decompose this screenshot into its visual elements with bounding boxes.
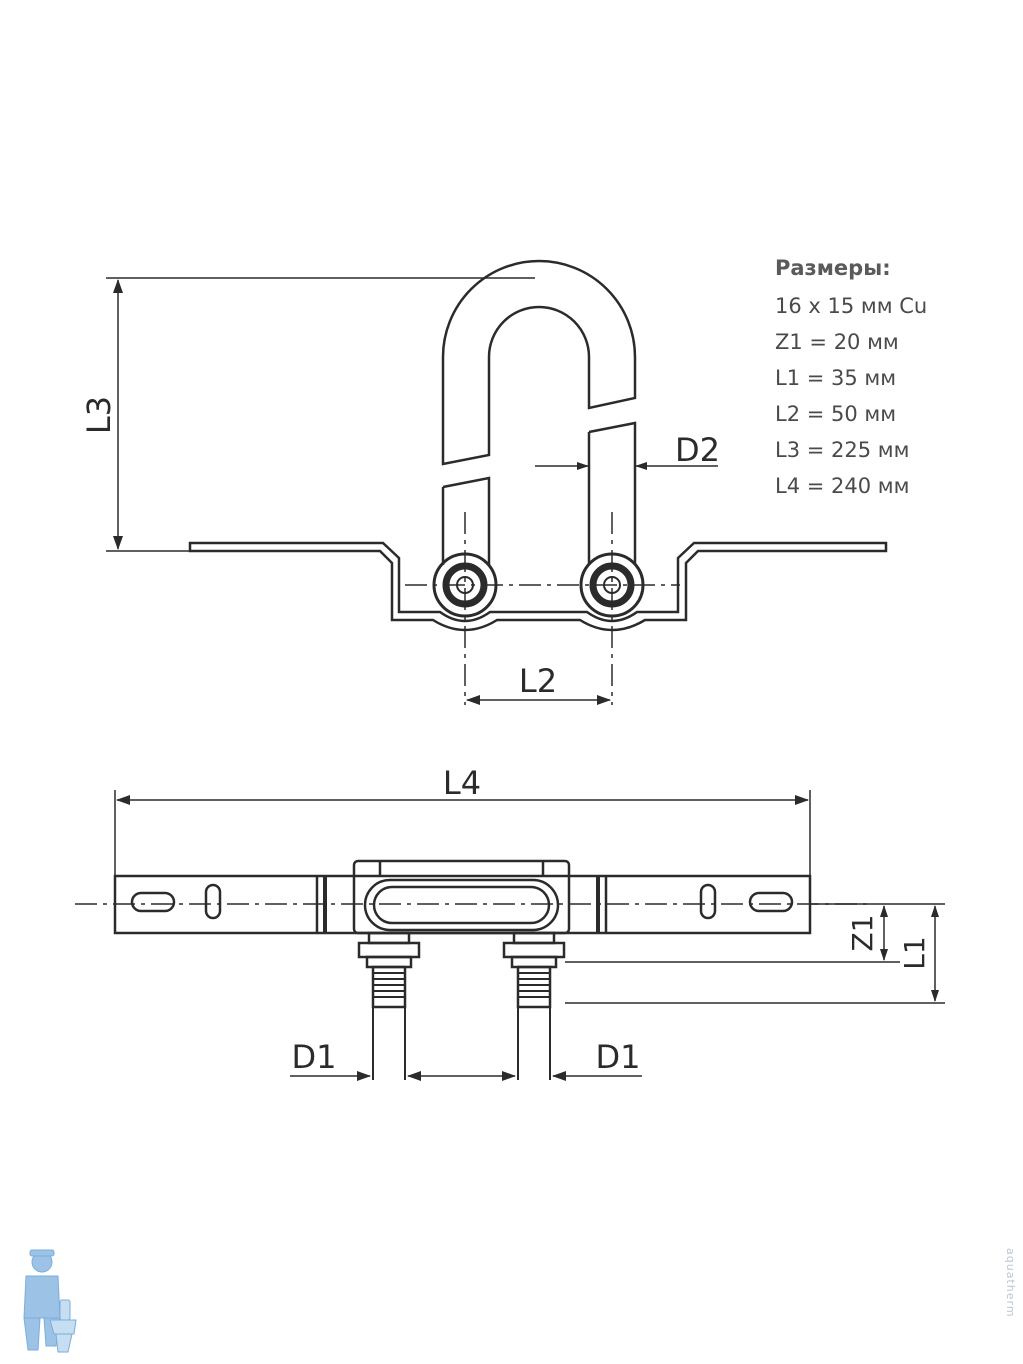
slot-left-horizontal bbox=[130, 891, 176, 913]
mounting-plate bbox=[188, 541, 888, 632]
top-centerlines bbox=[405, 512, 680, 705]
connector-left bbox=[357, 931, 421, 1080]
spec-line: L4 = 240 мм bbox=[775, 474, 910, 498]
slot-left-vertical bbox=[204, 883, 222, 920]
front-view bbox=[113, 859, 812, 1080]
specs-title: Размеры: bbox=[775, 256, 891, 280]
connector-right bbox=[502, 931, 566, 1080]
label-d1-right: D1 bbox=[596, 1038, 641, 1076]
spec-line: L3 = 225 мм bbox=[775, 438, 910, 462]
dimension-l3 bbox=[106, 277, 535, 552]
label-l4: L4 bbox=[443, 764, 481, 802]
watermark: aquatherm bbox=[1004, 1248, 1017, 1318]
spec-line: L2 = 50 мм bbox=[775, 402, 897, 426]
pipe-lower-left bbox=[441, 476, 491, 565]
specs-panel: Размеры: 16 x 15 мм Cu Z1 = 20 мм L1 = 3… bbox=[775, 256, 927, 504]
plumber-mascot-logo bbox=[23, 1249, 77, 1353]
spec-line: Z1 = 20 мм bbox=[775, 330, 899, 354]
u-housing bbox=[352, 859, 571, 935]
pipe-lower-right bbox=[587, 421, 637, 565]
label-z1: Z1 bbox=[846, 915, 879, 952]
dimension-l4 bbox=[114, 790, 811, 876]
label-l1: L1 bbox=[898, 936, 931, 969]
label-d2: D2 bbox=[675, 431, 720, 469]
u-pipe-upper bbox=[441, 259, 637, 466]
label-l3: L3 bbox=[80, 396, 118, 434]
slot-right-horizontal bbox=[748, 891, 794, 913]
spec-line: 16 x 15 мм Cu bbox=[775, 294, 928, 318]
label-d1-left: D1 bbox=[292, 1038, 337, 1076]
slot-right-vertical bbox=[699, 883, 717, 920]
dimension-z1-l1 bbox=[565, 903, 945, 1004]
spec-line: L1 = 35 мм bbox=[775, 366, 897, 390]
label-l2: L2 bbox=[519, 662, 557, 700]
